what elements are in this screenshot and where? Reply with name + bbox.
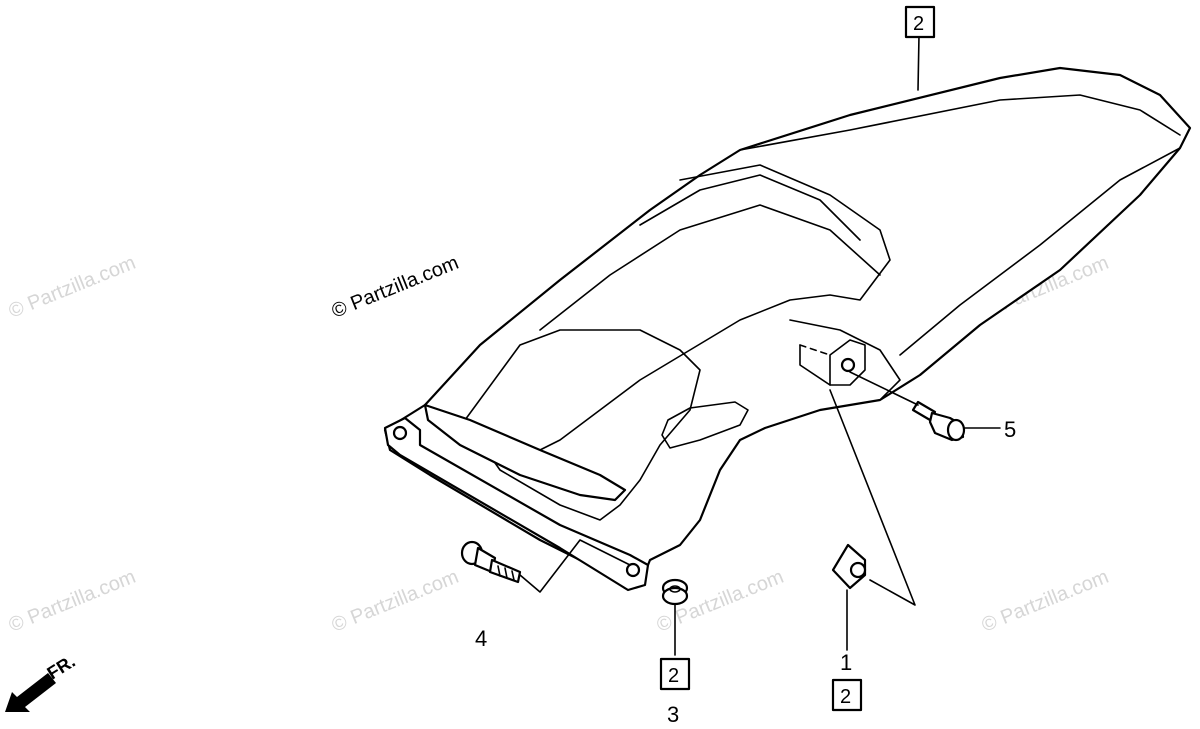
watermark-7: © Partzilla.com	[979, 566, 1112, 637]
callout-5-text: 5	[1004, 417, 1016, 442]
callout-1-qty-box	[831, 678, 863, 712]
watermark-4: © Partzilla.com	[6, 566, 139, 637]
fender-mount-strip	[383, 416, 650, 592]
callout-1-text: 1	[840, 650, 852, 675]
clip-nut-1	[831, 543, 867, 590]
fender-bottom-hole	[625, 562, 641, 578]
watermark-5: © Partzilla.com	[329, 566, 462, 637]
grommet-3	[661, 578, 689, 606]
callout-3-qty-box	[659, 657, 691, 691]
fender-side-line	[899, 147, 1181, 356]
callout-top-text: 2	[913, 13, 924, 35]
bolt-5	[911, 400, 966, 442]
fender-front-flap	[423, 403, 627, 502]
callout-top-box	[904, 5, 936, 39]
callout-3-text: 3	[667, 702, 679, 727]
watermark-1: © Partzilla.com	[6, 252, 139, 323]
callout-4-text: 4	[475, 626, 487, 651]
fender-hump	[519, 164, 891, 461]
fender-recess	[464, 329, 701, 521]
fender-slot	[661, 401, 749, 449]
fender-hump-top	[639, 174, 861, 241]
fender-upper-edge	[739, 94, 1181, 151]
callouts: 2 5 4 2 3 1 2	[475, 5, 1016, 727]
watermark-main: © Partzilla.com	[329, 252, 462, 323]
fender-inner-curve	[539, 204, 881, 331]
bolt-4	[460, 540, 522, 584]
rear-fender	[383, 66, 1192, 592]
fender-left-hole	[392, 425, 408, 441]
callout-3-qty-text: 2	[668, 665, 679, 687]
fender-right-bracket	[789, 319, 901, 401]
front-direction-indicator: FR.	[5, 651, 79, 712]
front-arrow-icon	[5, 673, 56, 712]
fender-right-hole	[840, 357, 856, 373]
callout-1-qty-text: 2	[840, 686, 851, 708]
leader-lines	[519, 34, 1001, 656]
